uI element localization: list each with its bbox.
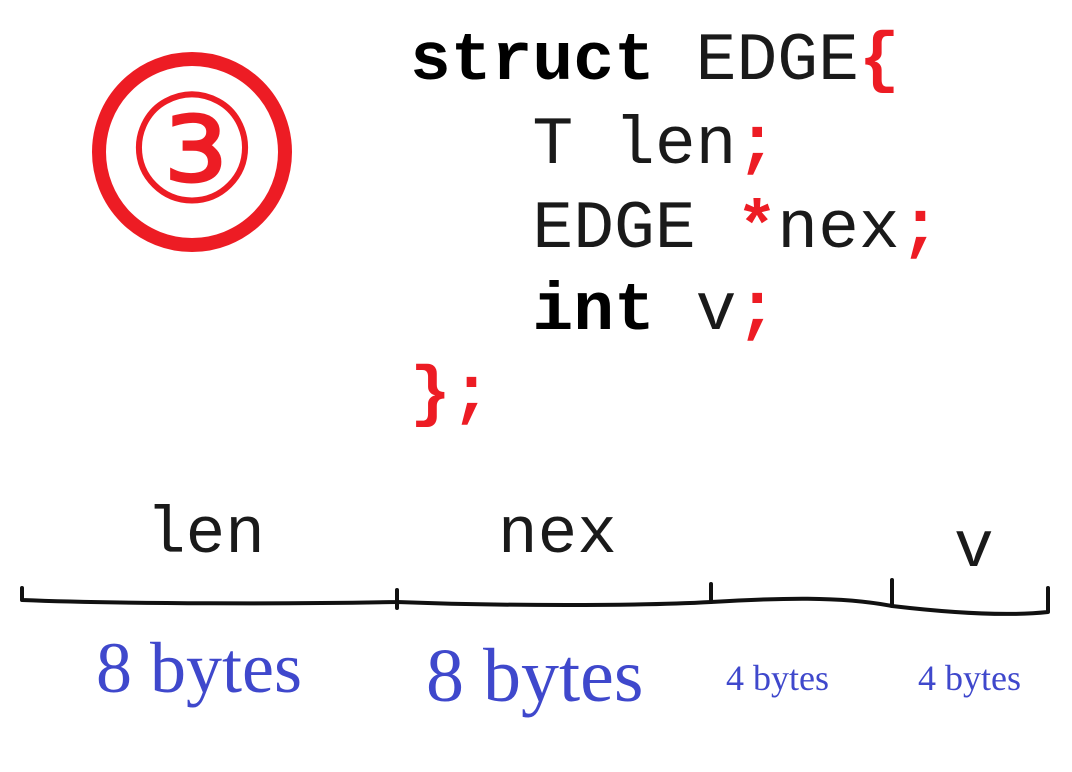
field-label-len: len [146,497,265,572]
struct-name: EDGE [654,23,859,100]
semicolon: ; [736,273,778,350]
step-number: ③ [124,66,260,234]
code-line-len: T len; [410,112,777,180]
member-v-name: v [654,273,737,350]
size-label-nex: 8 bytes [426,634,644,718]
keyword-int: int [532,273,655,350]
code-line-close: }; [410,362,492,430]
member-nex-name: nex [777,191,900,268]
field-label-v: v [954,511,994,586]
brace-nex [395,582,713,610]
open-brace: { [858,23,900,100]
pointer-star: * [736,191,778,268]
size-label-len: 8 bytes [96,628,302,708]
semicolon: ; [736,107,778,184]
keyword-struct: struct [410,23,655,100]
code-line-nex: EDGE *nex; [410,196,940,264]
brace-len [20,586,399,606]
brace-v [890,586,1050,616]
close-brace: }; [410,357,492,434]
size-label-padding: 4 bytes [726,658,829,698]
code-line-struct-decl: struct EDGE{ [410,28,900,96]
field-label-nex: nex [498,497,617,572]
code-line-v: int v; [410,278,777,346]
member-nex-type: EDGE [410,191,737,268]
size-label-v: 4 bytes [918,658,1021,698]
semicolon: ; [899,191,941,268]
brace-pad [709,578,894,608]
member-len-decl: T len [410,107,737,184]
